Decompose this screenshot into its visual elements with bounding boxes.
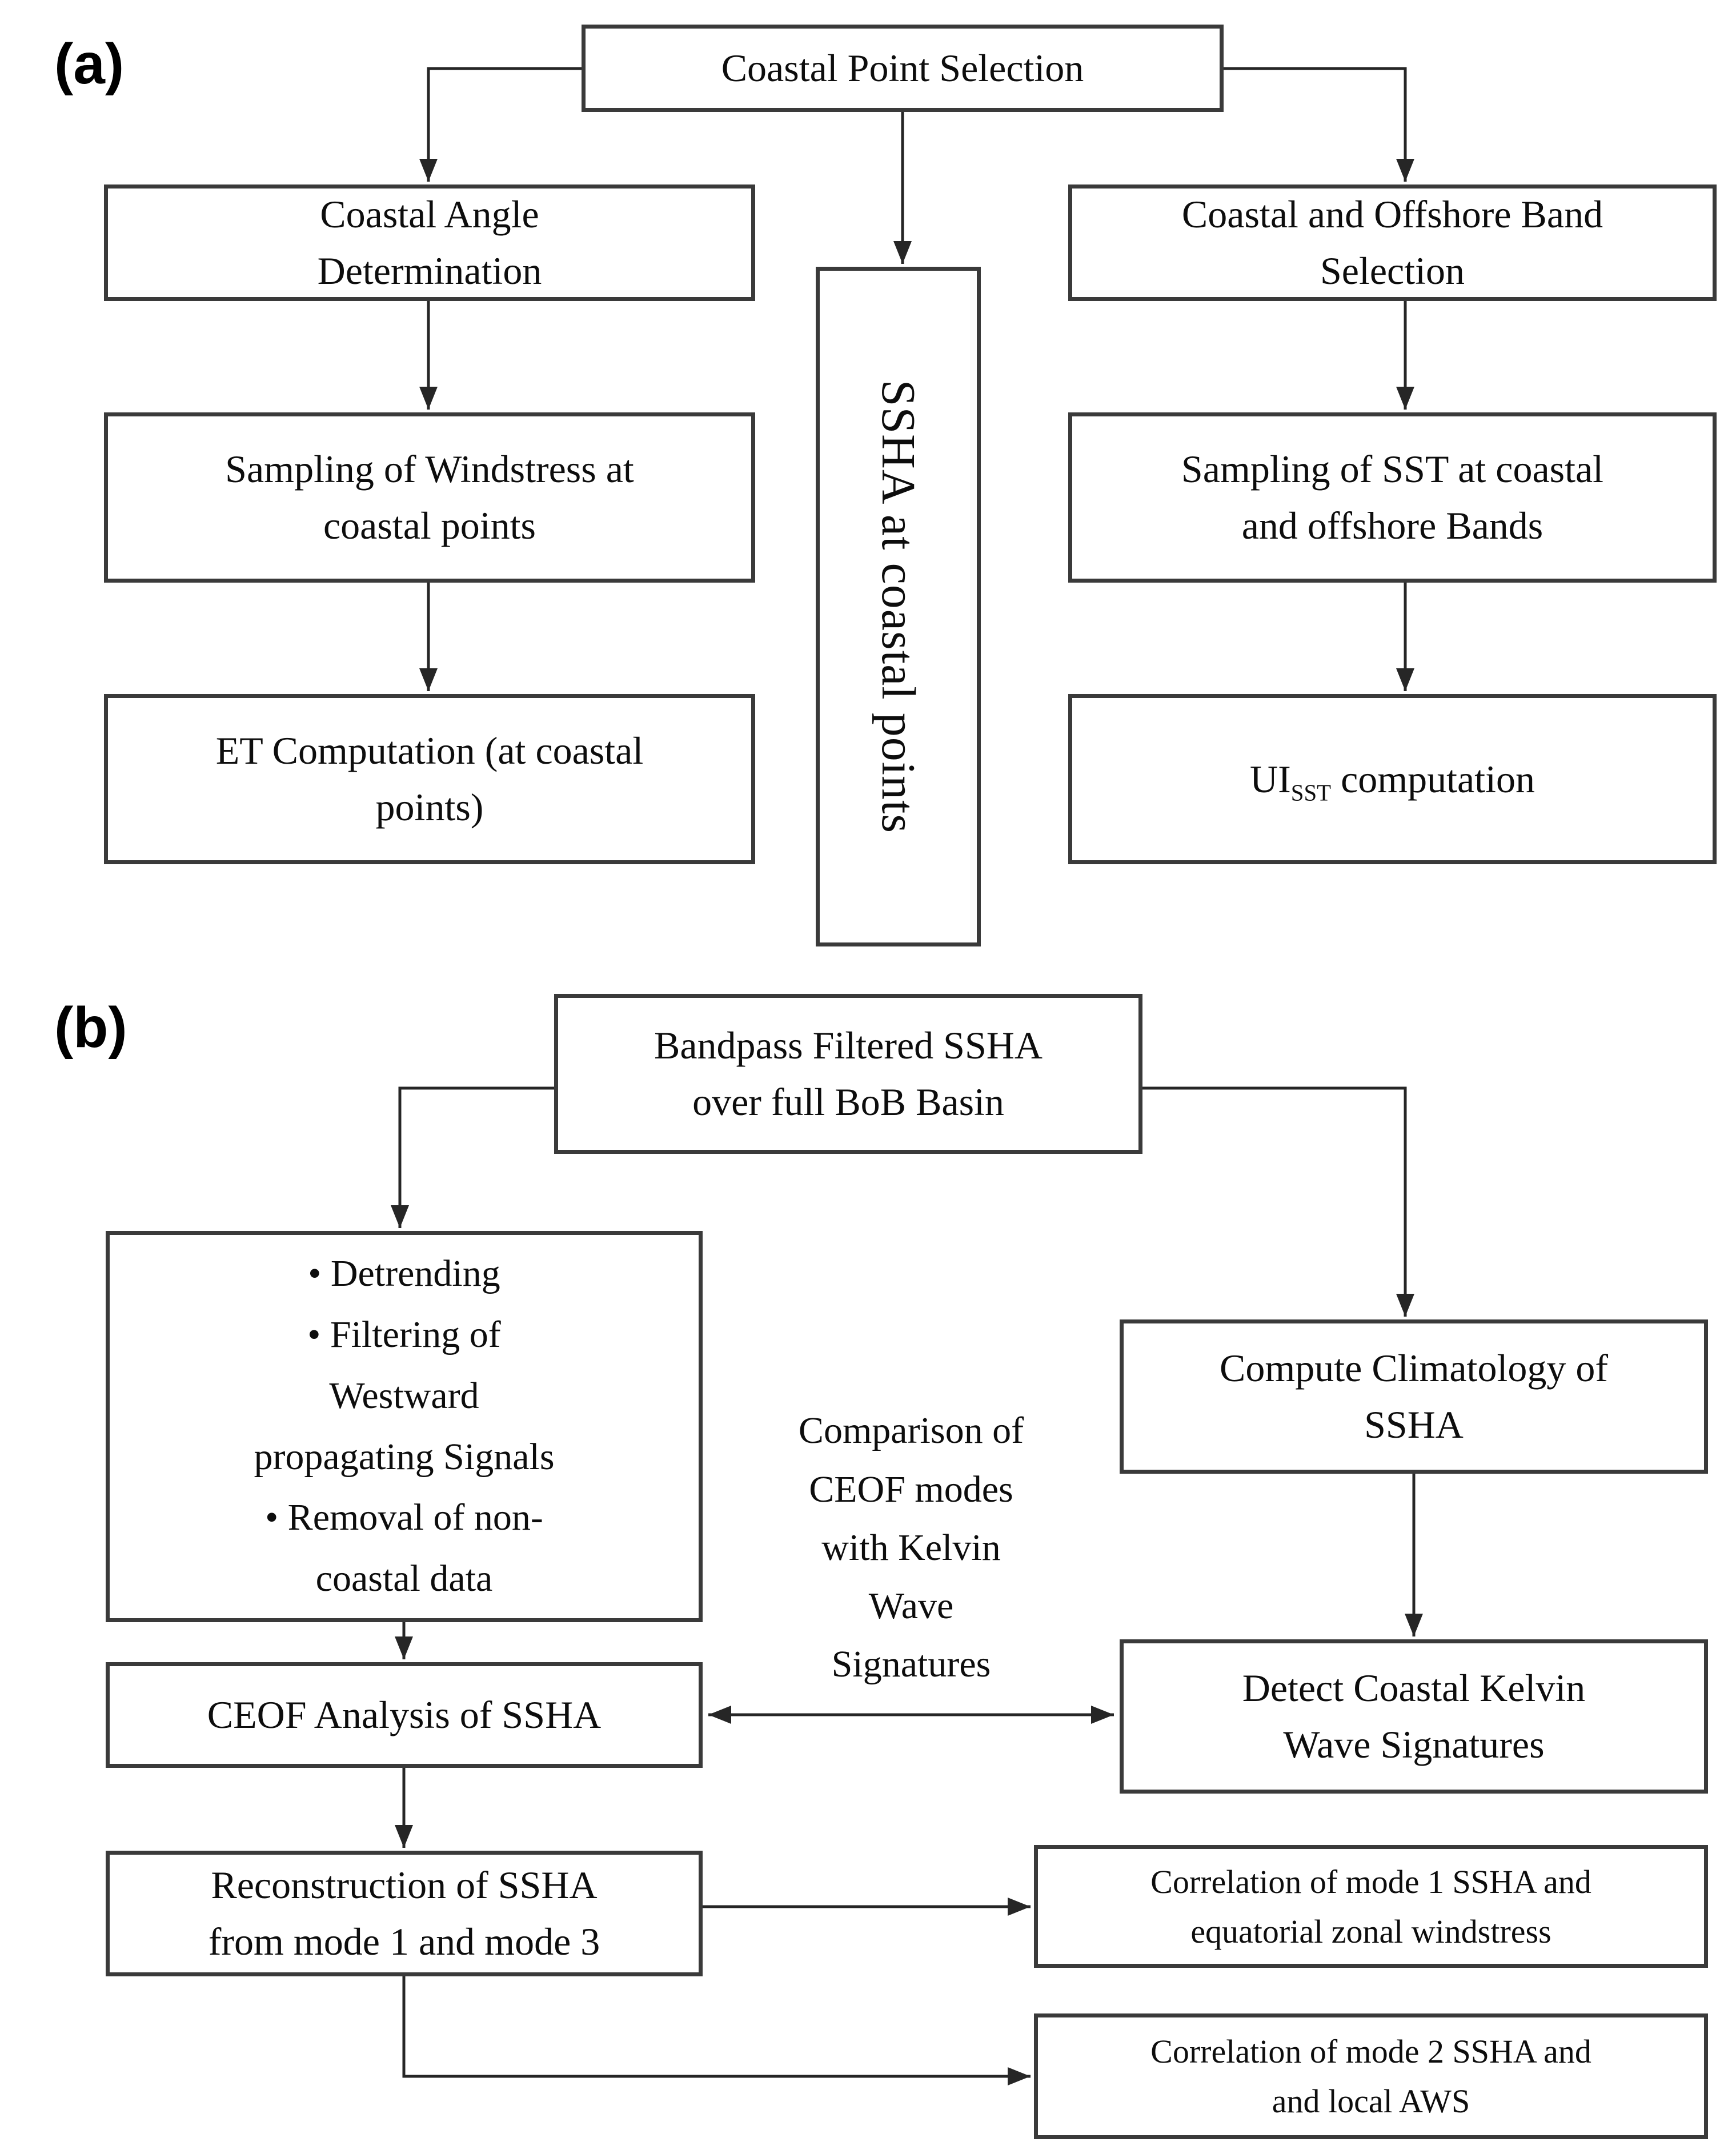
uisst-label: UISST computation xyxy=(1249,757,1535,806)
node-reconstruction: Reconstruction of SSHA from mode 1 and m… xyxy=(106,1851,703,1976)
node-coastal-point-selection: Coastal Point Selection xyxy=(582,25,1224,112)
ssha-vertical-text: SSHA at coastal points xyxy=(872,379,925,834)
edge-bandpass-to-climatology xyxy=(1142,1086,1414,1317)
uisst-subscript: SST xyxy=(1290,780,1332,806)
node-ceof-analysis: CEOF Analysis of SSHA xyxy=(106,1662,703,1768)
node-bandpass-filtered-ssha: Bandpass Filtered SSHA over full BoB Bas… xyxy=(554,994,1142,1154)
edge-top-to-band-selection xyxy=(1224,67,1414,182)
node-preprocessing-steps: • Detrending • Filtering of Westward pro… xyxy=(106,1231,703,1622)
node-uisst-computation: UISST computation xyxy=(1068,694,1717,864)
node-ssha-at-coastal-points: SSHA at coastal points xyxy=(816,267,981,946)
node-correlation-mode1: Correlation of mode 1 SSHA and equatoria… xyxy=(1034,1845,1708,1968)
node-detect-kelvin: Detect Coastal Kelvin Wave Signatures xyxy=(1120,1639,1708,1794)
comparison-annotation: Comparison of CEOF modes with Kelvin Wav… xyxy=(798,1410,1024,1686)
node-coastal-angle-determination: Coastal Angle Determination xyxy=(104,184,755,301)
node-compute-climatology: Compute Climatology of SSHA xyxy=(1120,1319,1708,1474)
node-correlation-mode2: Correlation of mode 2 SSHA and and local… xyxy=(1034,2013,1708,2139)
node-sampling-sst: Sampling of SST at coastal and offshore … xyxy=(1068,412,1717,583)
panel-a-label: (a) xyxy=(54,32,125,96)
node-sampling-windstress: Sampling of Windstress at coastal points xyxy=(104,412,755,583)
node-coastal-offshore-band-selection: Coastal and Offshore Band Selection xyxy=(1068,184,1717,301)
panel-b-label: (b) xyxy=(54,996,127,1060)
edge-top-to-coastal-angle xyxy=(419,67,582,182)
node-et-computation: ET Computation (at coastal points) xyxy=(104,694,755,864)
edge-reconstruction-to-corr2 xyxy=(402,1976,1031,2085)
edge-bandpass-to-preprocess xyxy=(391,1086,554,1228)
